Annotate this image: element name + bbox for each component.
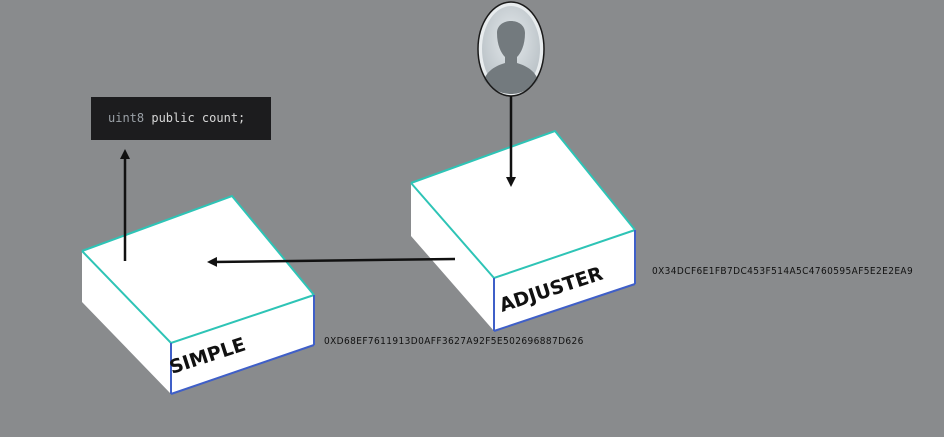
code-snippet: uint8 public count; <box>91 97 271 140</box>
adjuster-to-simple-arrow <box>207 256 456 267</box>
simple-address: 0XD68EF7611913D0AFF3627A92F5E502696887D6… <box>324 336 584 347</box>
simple-contract-box <box>81 194 315 395</box>
code-declaration: public count; <box>144 111 246 125</box>
user-avatar-icon <box>477 1 545 97</box>
adjuster-address: 0X34DCF6E1FB7DC453F514A5C4760595AF5E2E2E… <box>652 266 914 277</box>
adjuster-contract-box <box>410 129 636 332</box>
code-type-keyword: uint8 <box>108 111 145 125</box>
